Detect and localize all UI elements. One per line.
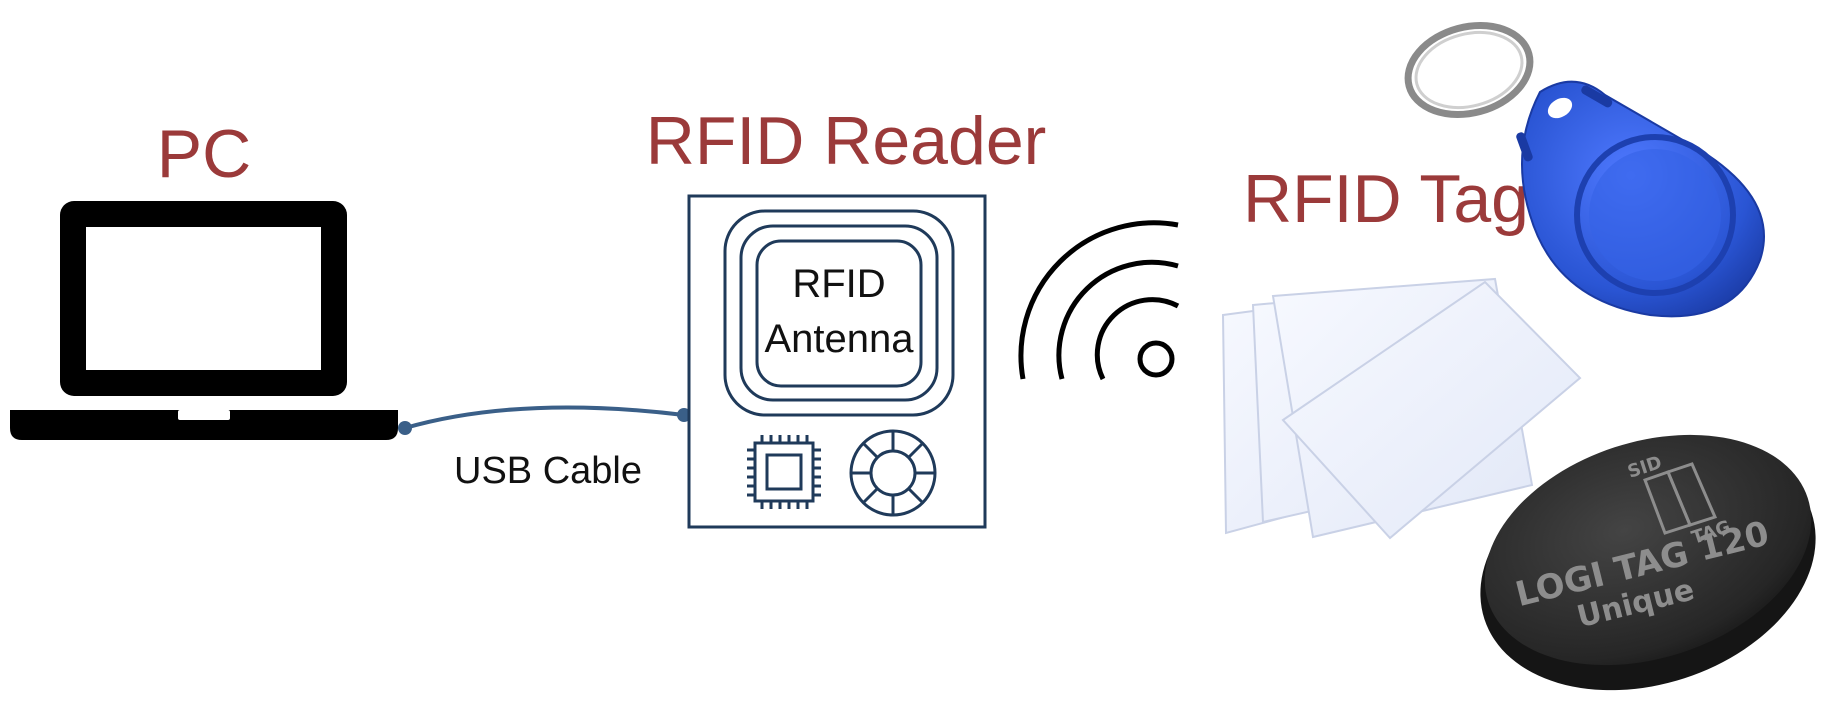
laptop-icon bbox=[10, 201, 398, 440]
antenna-label-line2: Antenna bbox=[764, 317, 914, 361]
antenna-coil bbox=[723, 209, 955, 417]
usb-cable bbox=[398, 405, 691, 435]
card-tags bbox=[1221, 277, 1582, 540]
card-tag bbox=[1281, 280, 1582, 540]
tags-title: RFID Tags bbox=[1243, 161, 1563, 237]
microchip-icon bbox=[747, 435, 821, 509]
disc-tag: SID TAG LOGI TAG 120 Unique bbox=[1480, 434, 1816, 691]
dial-icon bbox=[849, 429, 937, 517]
keyfob-tag bbox=[1404, 21, 1765, 318]
reader-title: RFID Reader bbox=[646, 103, 1047, 179]
wireless-signal-icon bbox=[1018, 220, 1180, 381]
rfid-reader-box: RFID Antenna bbox=[687, 194, 987, 529]
usb-cable-label: USB Cable bbox=[454, 450, 642, 492]
antenna-label-line1: RFID bbox=[792, 262, 885, 306]
pc-title: PC bbox=[157, 116, 251, 192]
